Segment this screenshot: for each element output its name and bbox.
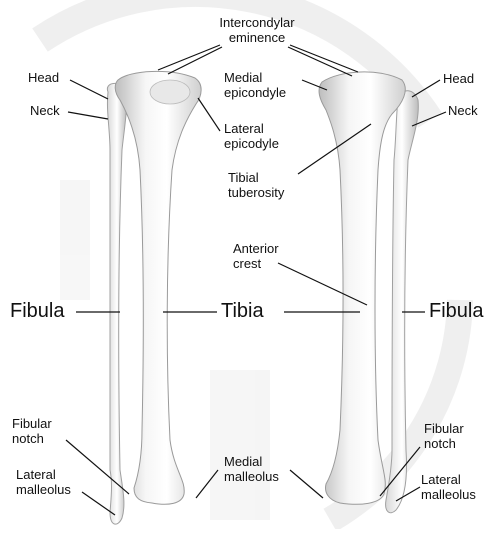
label-neck-right: Neck <box>448 103 478 118</box>
label-lateral-malleolus-left: Lateral malleolus <box>16 467 71 497</box>
label-head-left: Head <box>28 70 59 85</box>
label-fibular-notch-left: Fibular notch <box>12 416 52 446</box>
label-tibia: Tibia <box>221 300 264 322</box>
label-lateral-epicondyle: Lateral epicodyle <box>224 121 279 151</box>
label-tibial-tuberosity: Tibial tuberosity <box>228 170 284 200</box>
label-medial-malleolus: Medial malleolus <box>224 454 279 484</box>
label-anterior-crest: Anterior crest <box>233 241 279 271</box>
label-fibula-right: Fibula <box>429 300 483 322</box>
label-neck-left: Neck <box>30 103 60 118</box>
label-intercondylar-eminence: Intercondylar eminence <box>207 15 307 45</box>
label-lateral-malleolus-right: Lateral malleolus <box>421 472 476 502</box>
label-head-right: Head <box>443 71 474 86</box>
left-fibula <box>107 83 126 524</box>
label-fibular-notch-right: Fibular notch <box>424 421 464 451</box>
left-tibia <box>115 71 201 504</box>
label-fibula-left: Fibula <box>10 300 64 322</box>
label-medial-epicondyle: Medial epicondyle <box>224 70 286 100</box>
